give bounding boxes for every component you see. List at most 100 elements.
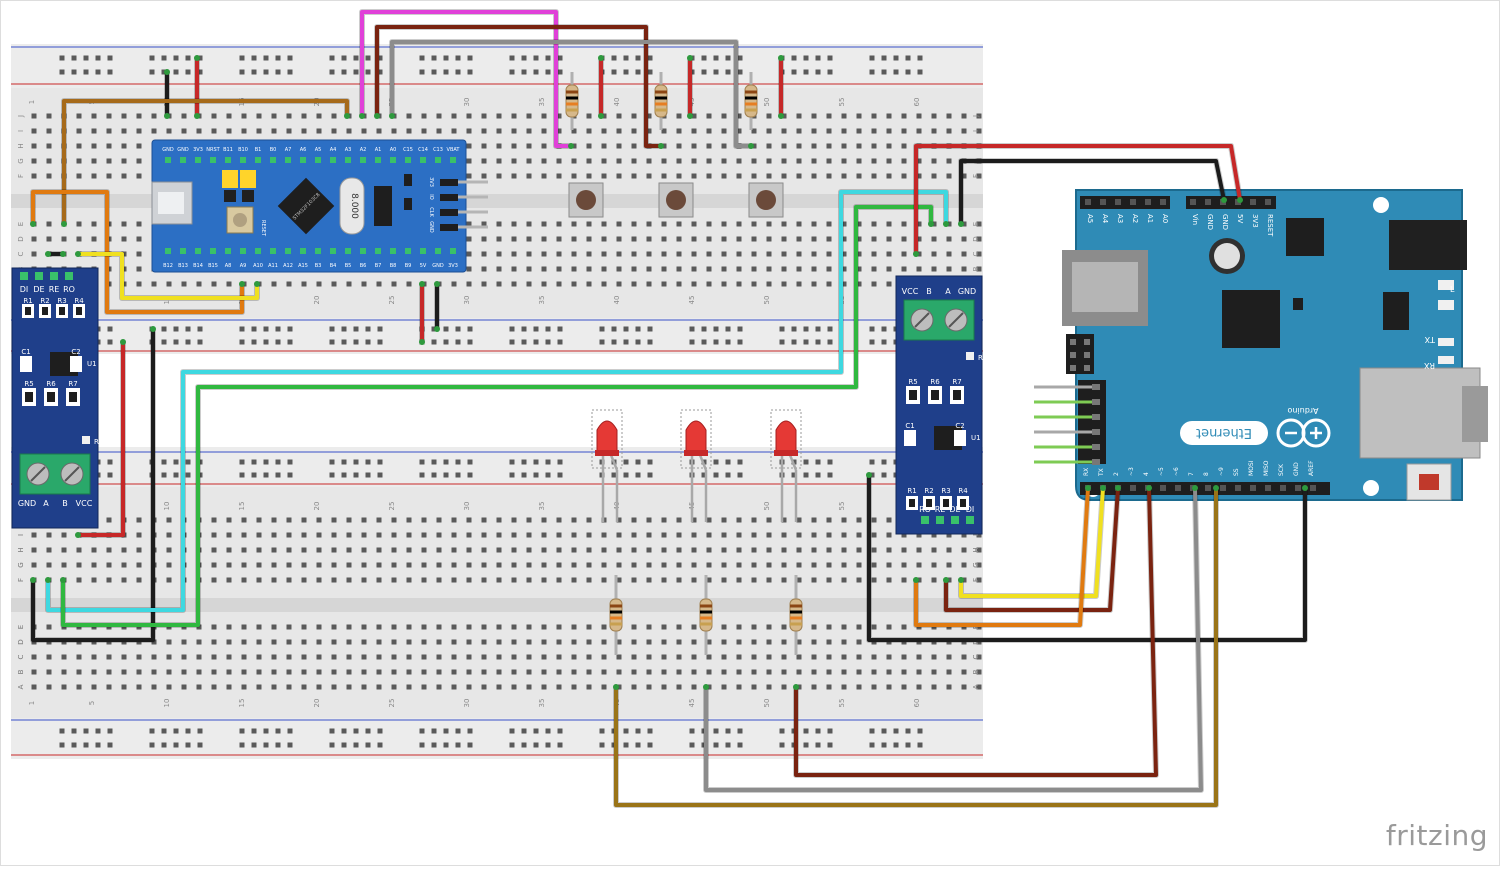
header-pin	[1235, 485, 1241, 491]
column-number: 35	[538, 502, 546, 511]
rs485-terminal-label: A	[945, 287, 951, 296]
column-number: 30	[463, 502, 471, 511]
wire-darkred-led-end	[793, 684, 799, 690]
crystal-label: 8.000	[349, 193, 359, 219]
power-jack	[1389, 220, 1467, 270]
column-number: 40	[613, 98, 621, 107]
stm32-pin	[450, 248, 456, 254]
stm32-pin	[195, 248, 201, 254]
rs485-resistor-label: R3	[941, 487, 950, 495]
smd	[1293, 298, 1303, 310]
stm32-pin	[165, 157, 171, 163]
header-pin	[1205, 199, 1211, 205]
row-letter: E	[972, 222, 980, 226]
rs485-resistor-label: R7	[952, 378, 961, 386]
stm32-pin-label: B12	[163, 263, 173, 269]
wire-cyan	[46, 190, 948, 612]
wire-yellow-left-end	[254, 281, 260, 287]
row-letter: A	[17, 684, 25, 689]
breadboard-bottom: 1155101015152020252530303535404045455050…	[11, 447, 983, 759]
wire-yellow-left	[76, 252, 259, 300]
swd-pin-label: 3V3	[428, 177, 434, 187]
header-pin-label: MOSI	[1248, 460, 1255, 476]
stm32-pin	[285, 157, 291, 163]
wire-red-bb-end	[778, 55, 784, 61]
column-number: 1	[28, 100, 36, 104]
wire-black-stmgnd-end	[434, 281, 440, 287]
header-pin	[1085, 199, 1091, 205]
column-number: 30	[463, 98, 471, 107]
rs485-terminal-label: GND	[18, 499, 36, 508]
stm32-pin-label: A5	[315, 147, 322, 153]
swd-pin	[440, 209, 458, 216]
stm32-pin-label: B15	[208, 263, 218, 269]
reset-label: RESET	[260, 220, 266, 237]
push-button-1	[568, 182, 604, 218]
stm32-pin-label: 3V3	[193, 147, 203, 153]
header-pin	[1265, 485, 1271, 491]
stm32-pin	[390, 248, 396, 254]
header-pin	[1160, 199, 1166, 205]
stm32-pin	[285, 248, 291, 254]
led-tx	[1438, 338, 1454, 346]
swd-pin-label: GND	[428, 221, 434, 233]
wire-black-ardgnd-end	[958, 221, 964, 227]
row-letter: G	[17, 158, 25, 163]
wire-red-bb-end	[778, 113, 784, 119]
ethernet-label: Ethernet	[1196, 425, 1252, 440]
wire-red-rs485L-end	[75, 532, 81, 538]
header-pin-label: ~3	[1128, 467, 1135, 476]
stm32-pin	[360, 248, 366, 254]
header-pin	[1115, 199, 1121, 205]
header-pin-label: ~6	[1173, 467, 1180, 476]
row-letter: G	[17, 562, 25, 567]
row-letter: C	[972, 654, 980, 659]
column-number: 35	[538, 296, 546, 305]
rs485-header-label: RE	[49, 285, 60, 294]
wire-red-3v3-end	[194, 113, 200, 119]
wires	[30, 9, 1308, 808]
row-letter: D	[17, 639, 25, 644]
row-letter: B	[972, 266, 980, 271]
column-number: 15	[238, 699, 246, 708]
header-pin	[1265, 199, 1271, 205]
row-letter: I	[972, 534, 980, 536]
row-letter: G	[17, 562, 25, 567]
wire-darkred-led-end	[1146, 485, 1152, 491]
l-label: L	[1450, 285, 1455, 294]
column-number: 50	[763, 296, 771, 305]
row-letter: H	[972, 547, 980, 552]
column-number: 10	[163, 502, 171, 511]
rs485-resistor-label: R5	[908, 378, 917, 386]
stm32-pin	[315, 248, 321, 254]
stm32-pin-label: C14	[418, 147, 428, 153]
wire-red-bb-end	[687, 113, 693, 119]
row-letter: I	[17, 534, 25, 536]
wire-orange-left-end	[239, 281, 245, 287]
wire-gray-led-end	[1192, 485, 1198, 491]
column-number: 10	[163, 699, 171, 708]
arduino-reset-cap	[1419, 474, 1439, 490]
header-pin-label: TX	[1098, 468, 1105, 477]
wire-darkred-right-end	[1115, 485, 1121, 491]
wire-red-bb-end	[687, 55, 693, 61]
row-letter: J	[17, 115, 25, 118]
rx-label: RX	[1423, 361, 1435, 370]
stm32-pin-label: B14	[193, 263, 203, 269]
wire-black-right-end	[1302, 485, 1308, 491]
header-pin-label: GND	[1206, 214, 1214, 230]
row-letter: I	[972, 534, 980, 536]
row-letter: B	[17, 669, 25, 674]
rs485-header-pin	[50, 272, 58, 280]
swd-pin	[440, 179, 458, 186]
column-number: 20	[313, 502, 321, 511]
stm32-pin-label: B10	[238, 147, 248, 153]
header-pin	[1130, 485, 1136, 491]
row-letter: C	[17, 251, 25, 256]
rs485-header-pin	[921, 516, 929, 524]
header-pin	[1295, 485, 1301, 491]
mount-hole	[1373, 197, 1389, 213]
breadboard-top-power-rail-bottom	[11, 318, 983, 354]
